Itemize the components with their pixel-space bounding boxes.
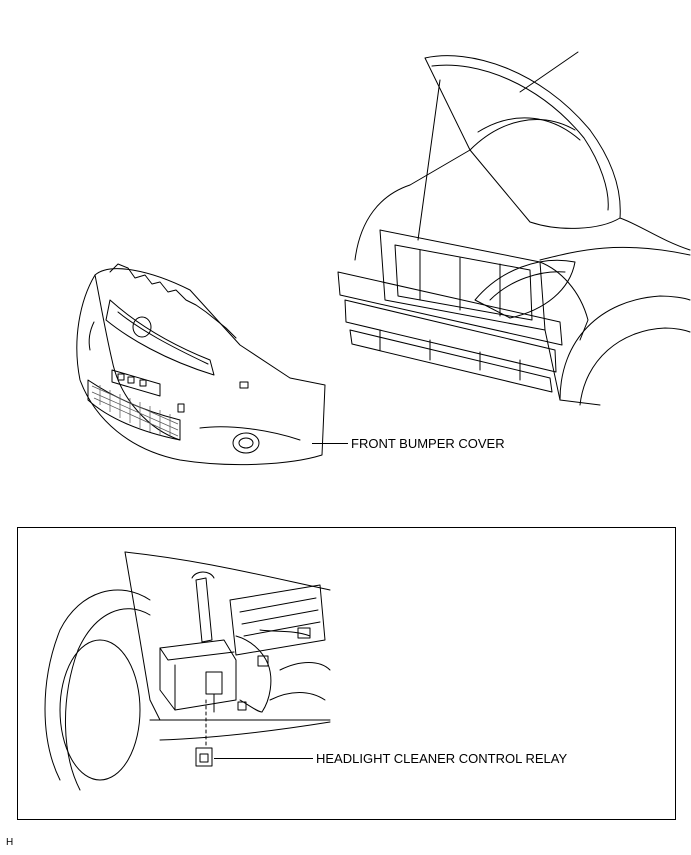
relay-leader [214,758,313,759]
front-bumper-cover-label: FRONT BUMPER COVER [351,436,505,451]
engine-bay-detail-drawing [44,551,331,791]
detail-inset-panel [17,527,676,820]
bumper-removal-illustration [76,51,691,466]
front-bumper-cover-leader [312,443,348,444]
car-open-hood-drawing [337,51,691,406]
headlight-cleaner-relay-label: HEADLIGHT CLEANER CONTROL RELAY [316,751,568,766]
front-bumper-cover-drawing [76,263,326,466]
figure-code: H [6,837,14,848]
